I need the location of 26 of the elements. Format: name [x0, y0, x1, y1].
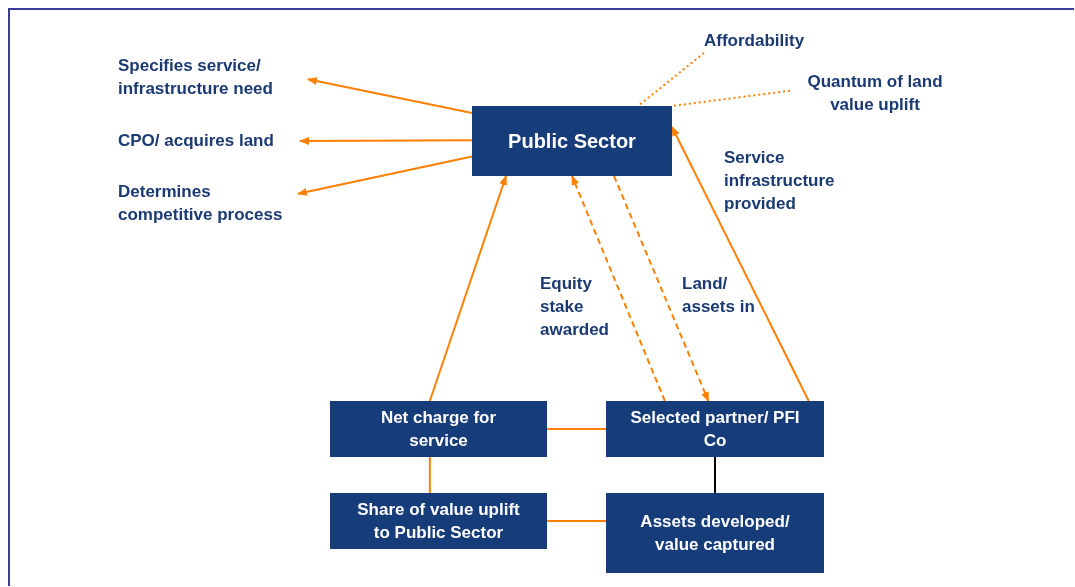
note-text: Quantum of land value uplift — [790, 70, 960, 116]
note-text: CPO/ acquires land — [118, 129, 300, 153]
connector-line — [671, 89, 791, 107]
edge-label: Land/ assets in — [682, 273, 756, 318]
process-box: Share of value uplift to Public Sector — [330, 493, 547, 549]
edge-label: Service infrastructure provided — [724, 147, 834, 215]
arrow — [671, 126, 810, 402]
process-box: Assets developed/ value captured — [606, 493, 824, 573]
process-box: Selected partner/ PFI Co — [606, 401, 824, 457]
arrow — [428, 175, 507, 402]
edge-label: Equity stake awarded — [540, 273, 610, 341]
connector-line — [546, 428, 607, 430]
note-text: Affordability — [704, 29, 828, 53]
process-box: Public Sector — [472, 106, 672, 176]
connector-line — [714, 456, 716, 494]
arrow — [297, 155, 473, 196]
arrow — [571, 175, 666, 402]
process-box: Net charge for service — [330, 401, 547, 457]
connector-line — [546, 520, 607, 522]
note-text: Determines competitive process — [118, 180, 298, 226]
connector-line — [637, 52, 705, 107]
note-text: Specifies service/ infrastructure need — [118, 54, 308, 100]
arrow — [613, 175, 710, 402]
arrow — [307, 77, 473, 114]
arrow — [299, 136, 473, 145]
connector-line — [428, 456, 431, 494]
